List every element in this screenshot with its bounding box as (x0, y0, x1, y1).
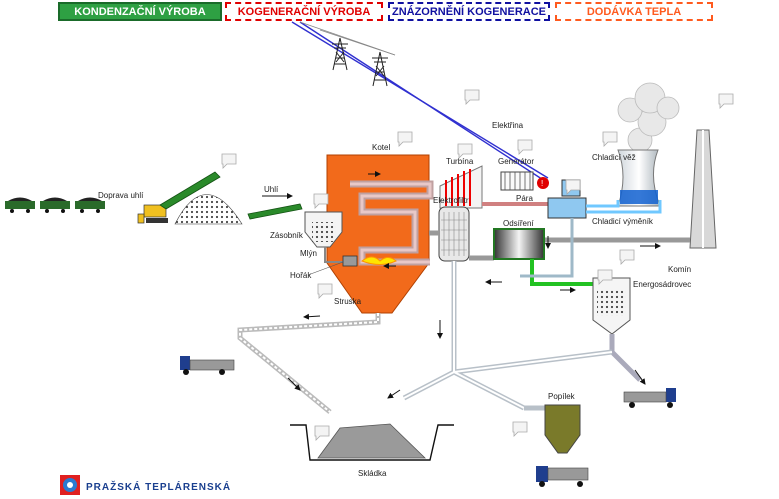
label-generator: Generátor (498, 157, 534, 166)
landfill-heap (317, 423, 426, 459)
label-energosadrovec: Energosádrovec (633, 280, 691, 289)
tab-dodavka-tepla[interactable]: DODÁVKA TEPLA (555, 2, 713, 21)
generator-spark-icon (537, 177, 549, 189)
flame-icon (361, 256, 397, 265)
tab-kondenzacni-vyroba[interactable]: KONDENZAČNÍ VÝROBA (58, 2, 222, 21)
cooling-heat-exchanger (547, 197, 587, 219)
landfill-pit (290, 424, 454, 461)
tab-znazorneni-kogenerace[interactable]: ZNÁZORNĚNÍ KOGENERACE (388, 2, 550, 21)
tab-kogeneracni-vyroba[interactable]: KOGENERAČNÍ VÝROBA (225, 2, 383, 21)
desulfurization-unit (493, 228, 545, 260)
fly-ash-silo (544, 404, 581, 454)
coal-conveyor-2 (247, 203, 303, 220)
label-turbina: Turbína (446, 157, 474, 166)
label-kotel: Kotel (372, 143, 390, 152)
label-chladici-vez: Chladicí věž (592, 153, 636, 162)
truck-icon (180, 356, 235, 375)
steam-cloud (617, 82, 680, 153)
pylon-icon (332, 37, 388, 87)
turbine (439, 165, 483, 209)
label-horak: Hořák (290, 271, 312, 280)
coal-train-icon (5, 197, 105, 213)
coal-conveyor (159, 171, 221, 210)
label-popilek: Popílek (548, 392, 576, 401)
svg-text:!: ! (541, 179, 543, 188)
label-doprava-uhli: Doprava uhlí (98, 191, 144, 200)
generator (500, 171, 534, 191)
label-skladka: Skládka (358, 469, 387, 478)
info-bubble-icon[interactable] (221, 89, 734, 441)
label-zasobnik: Zásobník (270, 231, 304, 240)
bulldozer-icon (137, 204, 168, 224)
truck-icon (623, 388, 676, 408)
label-chladici-vymenik: Chladicí výměník (592, 217, 654, 226)
label-odsireni: Odsíření (503, 219, 534, 228)
label-mlyn: Mlýn (300, 249, 317, 258)
label-para: Pára (516, 194, 533, 203)
label-komin: Komín (668, 265, 691, 274)
logo: PRAŽSKÁ TEPLÁRENSKÁ (60, 475, 231, 495)
logo-text: PRAŽSKÁ TEPLÁRENSKÁ (86, 480, 231, 493)
label-struska: Struska (334, 297, 362, 306)
label-elektrina: Elektřina (492, 121, 524, 130)
mill-pipe (324, 247, 344, 263)
label-elektrofiltr: Elektrofiltr (433, 196, 469, 205)
truck-icon (536, 466, 589, 487)
burner (342, 255, 358, 267)
coal-pile (174, 194, 243, 225)
label-uhli: Uhlí (264, 185, 279, 194)
